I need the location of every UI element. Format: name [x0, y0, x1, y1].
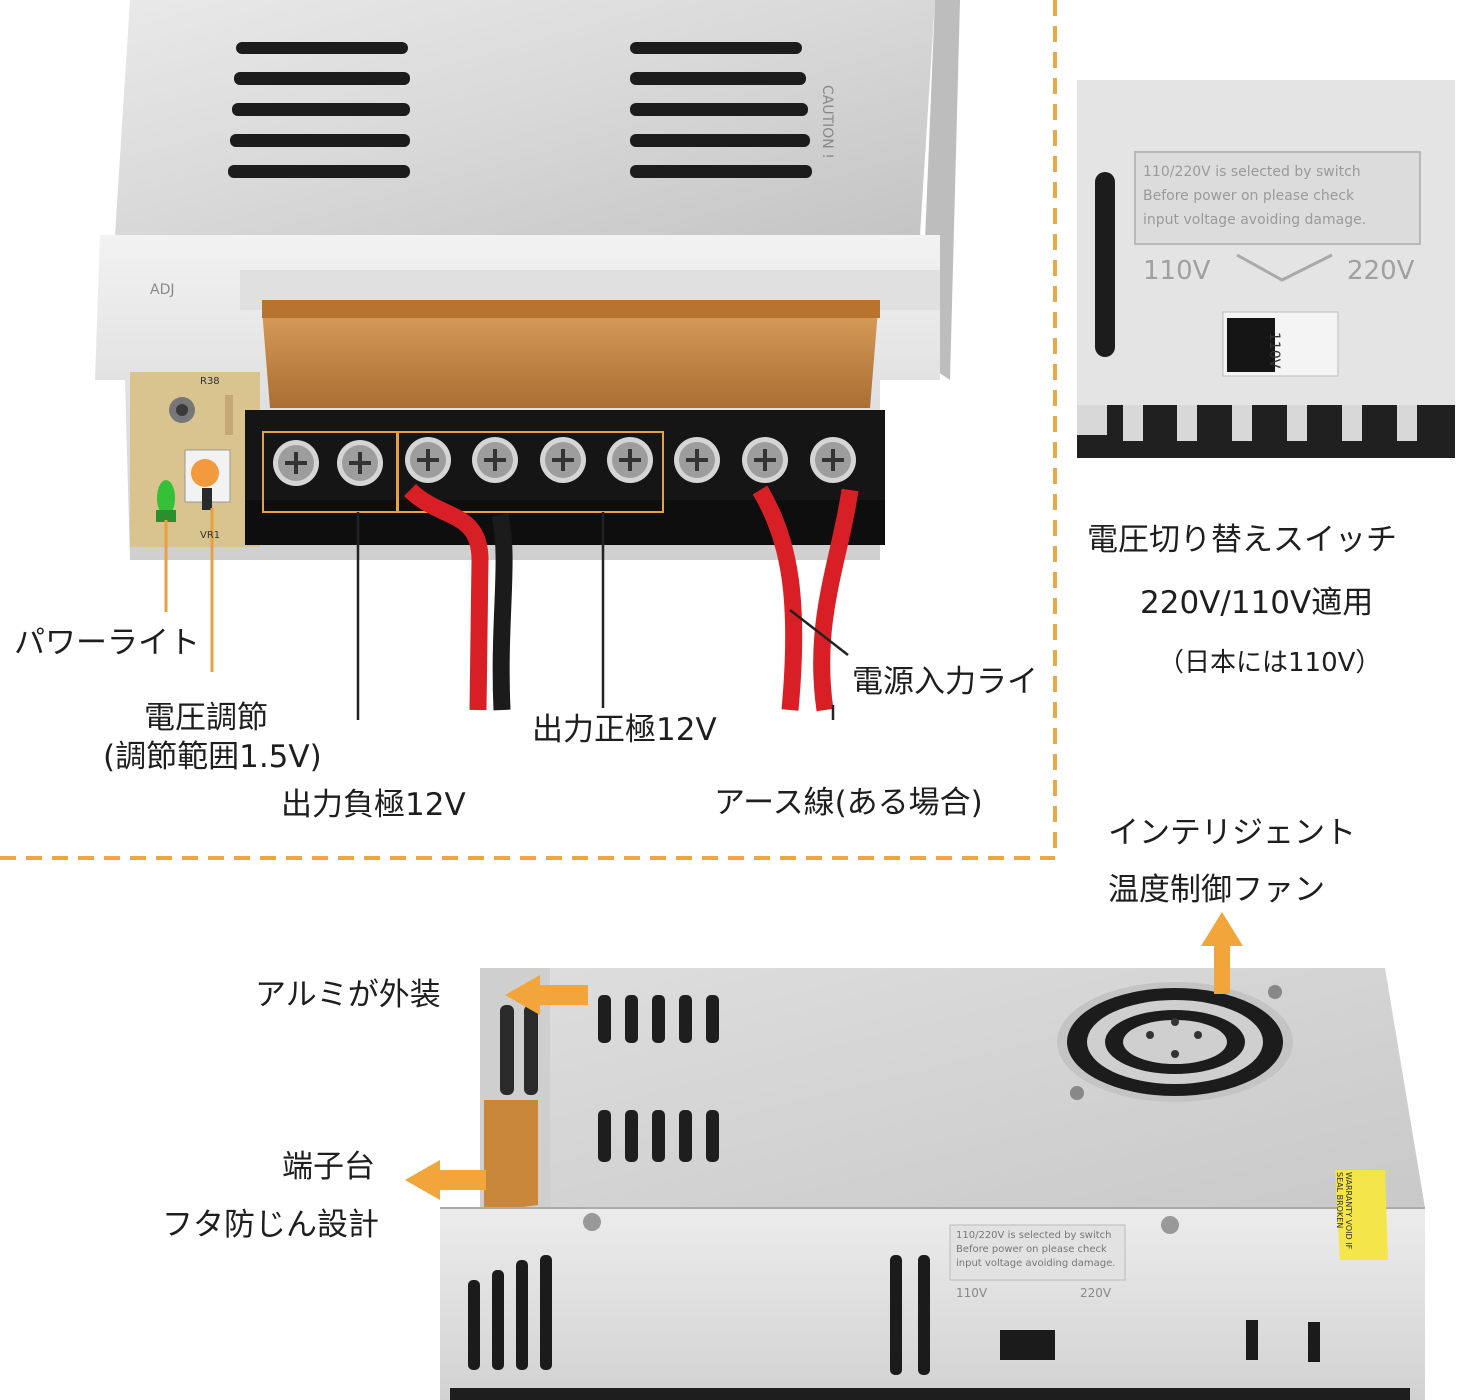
fan-grill [1057, 982, 1293, 1102]
pcb-mark-r38: R38 [200, 376, 220, 387]
terminal-label-1: 端子台 [282, 1149, 375, 1185]
shell-label: アルミが外装 [255, 977, 441, 1013]
bottom-110v-mark: 110V [956, 1286, 988, 1300]
switch-caption-2: 220V/110V適用 [1140, 585, 1374, 621]
tr-sticker-line3: input voltage avoiding damage. [1143, 212, 1367, 228]
voltage-switch: 110V [1266, 332, 1282, 369]
bottom-sticker-line3: input voltage avoiding damage. [956, 1258, 1116, 1269]
top-right-photo: 110/220V is selected by switch Before po… [1077, 80, 1455, 458]
bottom-220v-mark: 220V [1080, 1286, 1112, 1300]
top-left-photo: CAUTION ! ADJ R38 VR1 [0, 0, 1050, 720]
bottom-sticker-line1: 110/220V is selected by switch [956, 1230, 1112, 1241]
tr-sticker-line2: Before power on please check [1143, 188, 1355, 204]
power-led [157, 480, 175, 516]
output-negative-label: 出力負極12V [281, 787, 466, 823]
switch-caption-3: （日本には110V） [1158, 648, 1382, 678]
voltage-adjust-label: 電圧調節 [144, 700, 268, 736]
terminal-label-2: フタ防じん設計 [162, 1207, 379, 1243]
bottom-photo: 110/220V is selected by switch Before po… [420, 950, 1440, 1400]
fan-label-2: 温度制御ファン [1108, 872, 1325, 908]
switch-caption-1: 電圧切り替えスイッチ [1087, 522, 1397, 558]
adj-mark: ADJ [150, 282, 175, 298]
tr-110v-mark: 110V [1143, 256, 1211, 286]
tr-220v-mark: 220V [1347, 256, 1415, 286]
caution-mark: CAUTION ! [819, 85, 835, 159]
pcb-mark-vr1: VR1 [200, 530, 221, 541]
voltage-adjust-range-label: (調節範囲1.5V) [103, 739, 322, 775]
warranty-sticker: WARRANTY VOID IF SEAL BROKEN [1335, 1172, 1353, 1250]
tr-sticker-line1: 110/220V is selected by switch [1143, 164, 1361, 180]
power-light-label: パワーライト [14, 625, 200, 661]
fan-label-1: インテリジェント [1108, 815, 1356, 851]
earth-wire-label: アース線(ある場合) [714, 785, 983, 821]
power-input-label: 電源入力ライ [852, 664, 1038, 700]
bottom-sticker-line2: Before power on please check [956, 1244, 1107, 1255]
output-positive-label: 出力正極12V [532, 712, 717, 748]
